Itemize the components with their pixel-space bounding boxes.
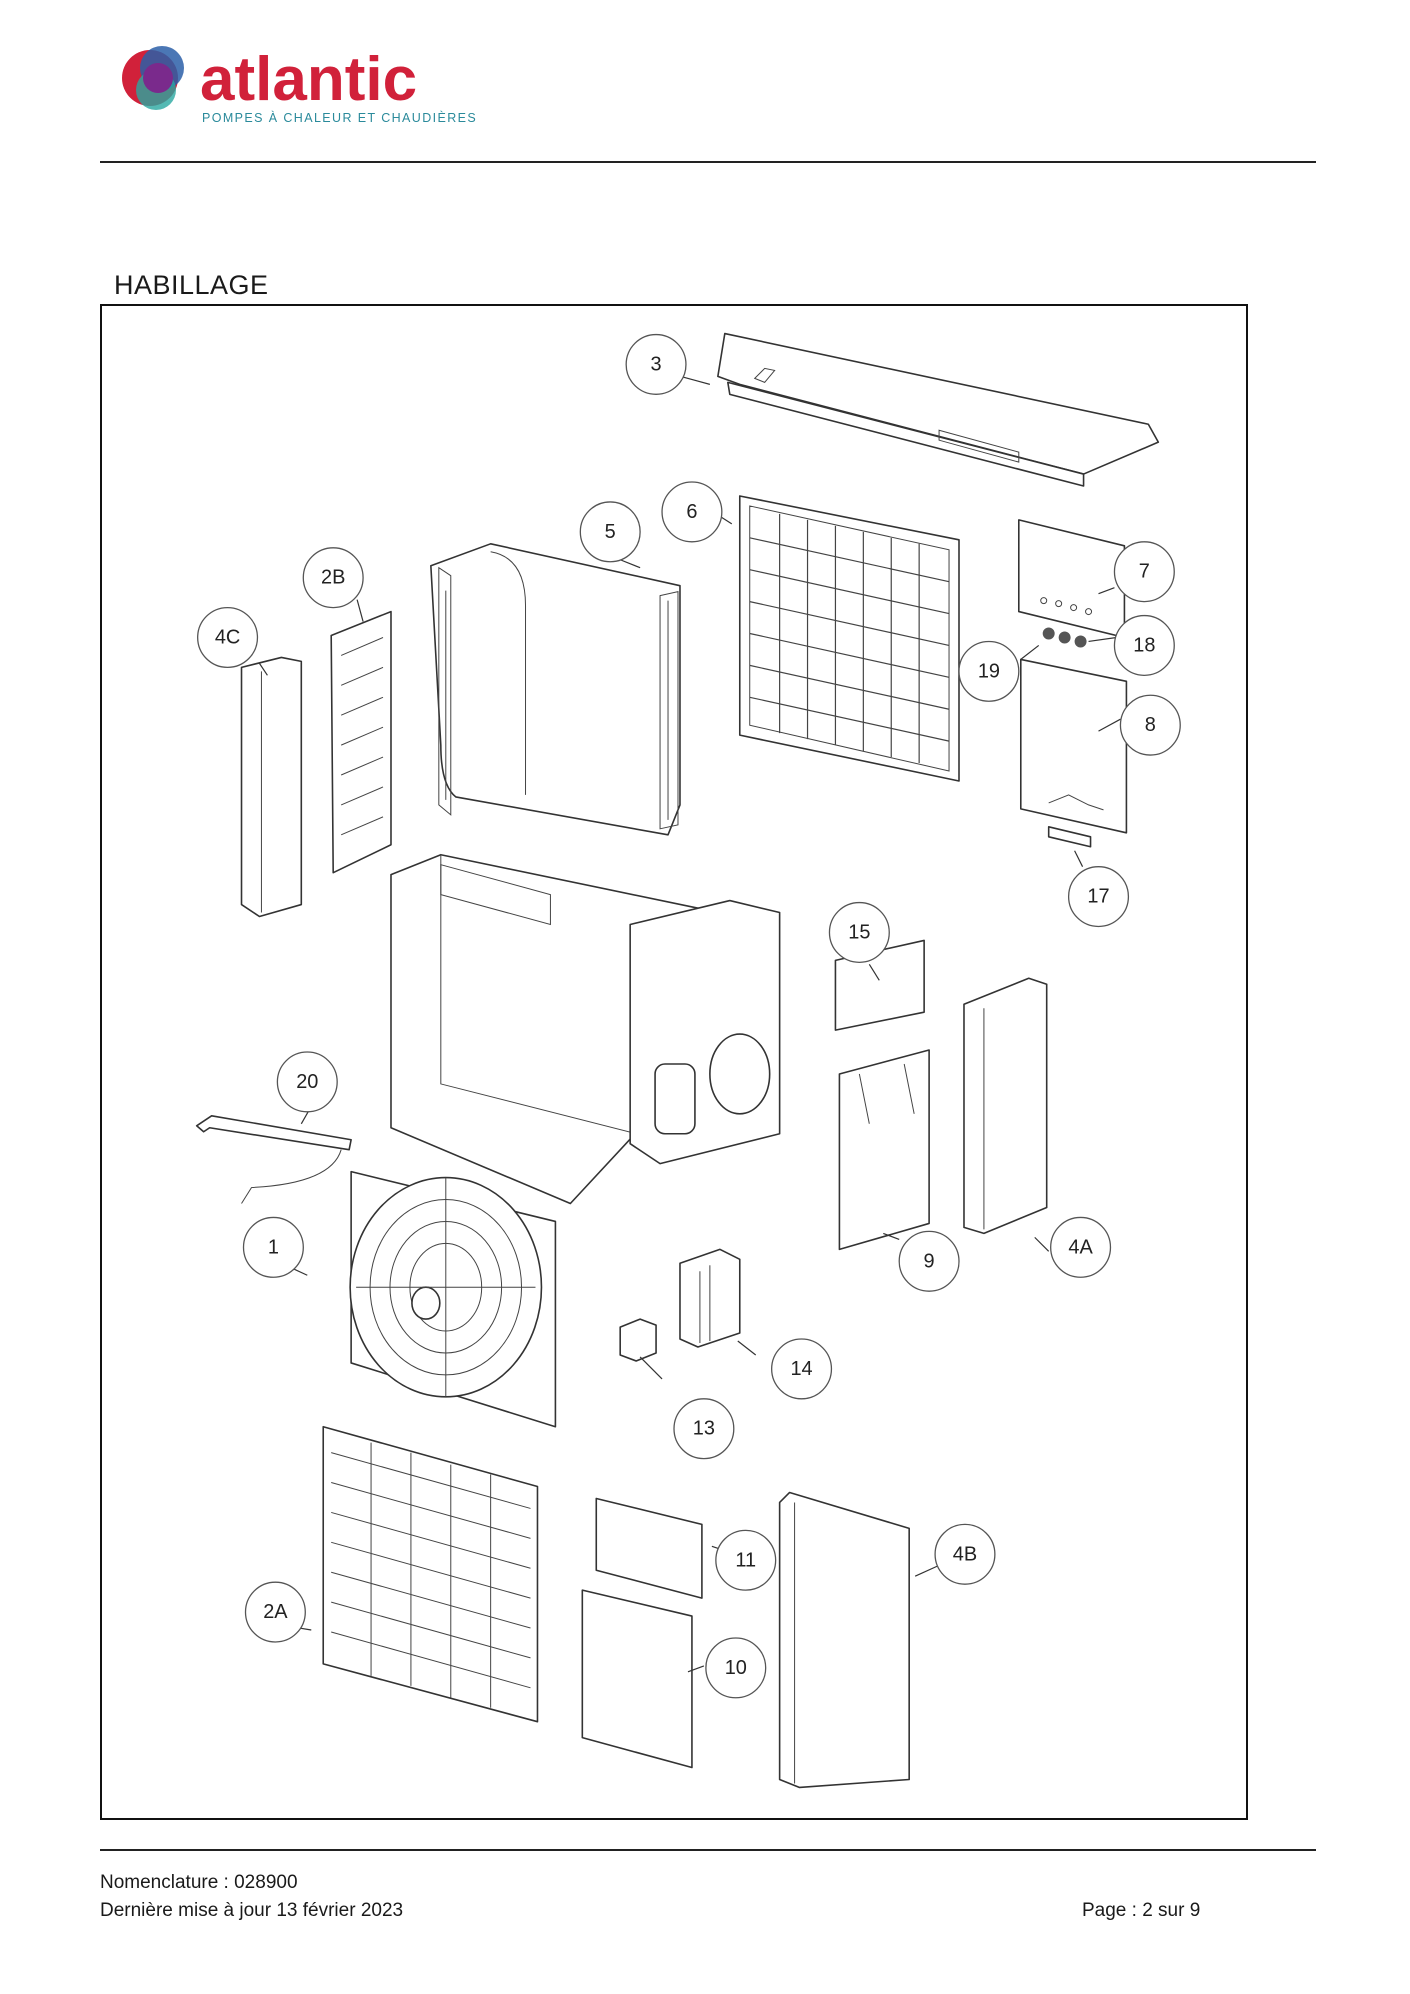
exploded-view-diagram: 3 5 6 7 18 19 8 2B 4C 17 15 20 1 9 4A 14… <box>100 304 1248 1820</box>
callout-7: 7 <box>1113 541 1175 603</box>
part-cable-glands <box>1042 627 1087 648</box>
callout-8: 8 <box>1119 694 1181 756</box>
part-small-component <box>619 1318 657 1362</box>
svg-text:9: 9 <box>924 1250 935 1272</box>
svg-text:14: 14 <box>790 1358 812 1380</box>
logo-wordmark: atlantic <box>200 45 417 114</box>
svg-text:8: 8 <box>1145 714 1156 736</box>
svg-text:4A: 4A <box>1068 1236 1093 1258</box>
svg-text:13: 13 <box>693 1418 715 1440</box>
svg-text:5: 5 <box>605 521 616 543</box>
svg-text:19: 19 <box>978 660 1000 682</box>
part-electrical-cover <box>1017 519 1126 639</box>
callout-13: 13 <box>673 1398 735 1460</box>
callout-18: 18 <box>1113 614 1175 676</box>
callout-4A: 4A <box>1050 1216 1112 1278</box>
callout-5: 5 <box>579 501 641 563</box>
part-side-grille-back <box>330 610 392 874</box>
svg-text:10: 10 <box>725 1657 747 1679</box>
callout-17: 17 <box>1067 866 1130 928</box>
callout-4B: 4B <box>934 1523 996 1585</box>
part-casing <box>430 543 681 836</box>
part-transformer <box>679 1248 741 1348</box>
svg-text:18: 18 <box>1133 634 1155 656</box>
part-panel-10 <box>581 1589 693 1769</box>
callout-4C: 4C <box>197 606 259 669</box>
part-chassis <box>390 853 781 1205</box>
logo-tagline: POMPES À CHALEUR ET CHAUDIÈRES <box>202 110 477 125</box>
callout-6: 6 <box>661 481 723 543</box>
svg-text:1: 1 <box>268 1236 279 1258</box>
page-number: Page : 2 sur 9 <box>1082 1900 1201 1921</box>
part-fan <box>349 1170 557 1428</box>
svg-text:2A: 2A <box>263 1601 288 1623</box>
nomenclature-reference: Nomenclature : 028900 <box>100 1872 298 1893</box>
part-top-cover <box>717 332 1160 487</box>
part-front-grille <box>738 495 960 782</box>
svg-text:11: 11 <box>735 1549 756 1571</box>
callout-2B: 2B <box>302 547 364 609</box>
svg-text:20: 20 <box>296 1071 318 1093</box>
header-divider <box>100 161 1316 163</box>
svg-text:15: 15 <box>848 921 870 943</box>
part-service-panel <box>1019 658 1128 834</box>
svg-text:4C: 4C <box>215 626 240 648</box>
logo-mark <box>122 46 184 110</box>
svg-text:3: 3 <box>651 353 662 375</box>
callout-10: 10 <box>705 1637 767 1699</box>
part-side-panel-left <box>240 656 303 918</box>
callouts: 3 5 6 7 18 19 8 2B 4C 17 15 20 1 9 4A 14… <box>197 333 1181 1699</box>
callout-19: 19 <box>958 640 1020 702</box>
footer-divider <box>100 1849 1316 1851</box>
atlantic-logo: atlantic POMPES À CHALEUR ET CHAUDIÈRES <box>112 38 492 128</box>
part-bracket <box>1047 826 1092 848</box>
part-side-panel-right <box>963 977 1048 1235</box>
callout-11: 11 <box>715 1529 777 1591</box>
part-front-grille-fan <box>322 1425 539 1723</box>
callout-9: 9 <box>898 1230 960 1292</box>
callout-3: 3 <box>625 333 687 395</box>
part-drain <box>195 1115 352 1204</box>
callout-20: 20 <box>276 1051 338 1113</box>
svg-text:2B: 2B <box>321 567 345 589</box>
callout-1: 1 <box>242 1216 304 1278</box>
callout-14: 14 <box>771 1338 833 1400</box>
svg-text:4B: 4B <box>953 1543 977 1565</box>
callout-2A: 2A <box>244 1581 306 1643</box>
svg-text:17: 17 <box>1087 886 1109 908</box>
svg-text:6: 6 <box>686 501 697 523</box>
callout-15: 15 <box>828 901 890 963</box>
part-front-panel <box>778 1491 910 1789</box>
part-panel-11 <box>595 1497 703 1599</box>
section-title: HABILLAGE <box>114 270 269 300</box>
last-update-date: Dernière mise à jour 13 février 2023 <box>100 1900 404 1921</box>
part-inner-door <box>838 1049 930 1251</box>
svg-text:7: 7 <box>1139 561 1150 583</box>
